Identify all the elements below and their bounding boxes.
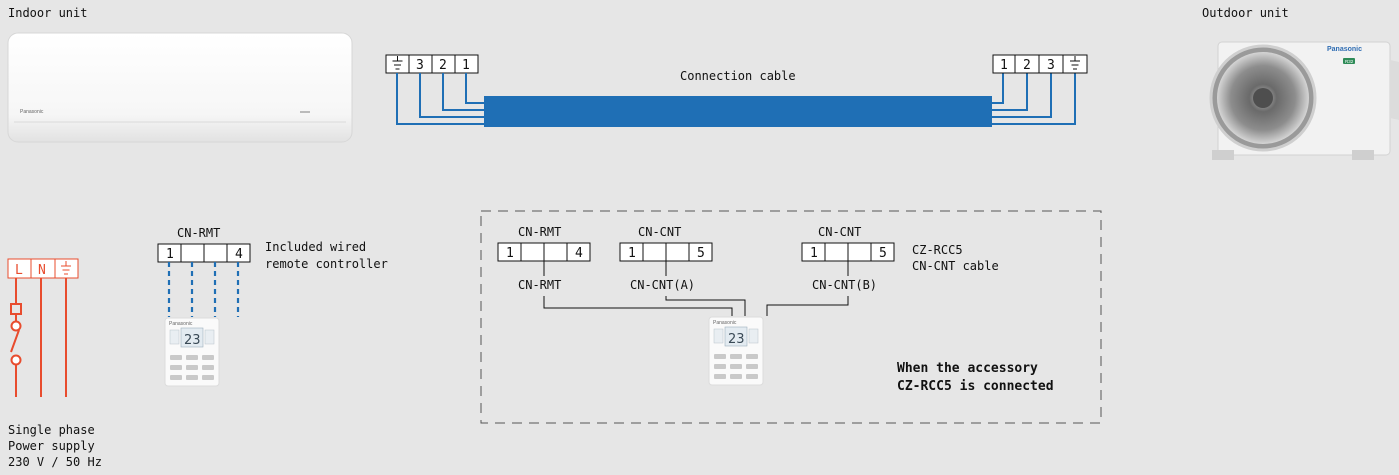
power-supply-line2: Power supply xyxy=(8,439,95,453)
acc-cnt-b-terminal-block: 1 5 xyxy=(801,242,895,262)
accessory-note-line1: When the accessory xyxy=(897,361,1038,376)
acc-cable-label-line2: CN-CNT cable xyxy=(912,259,999,273)
indoor-terminal-block: 3 2 1 xyxy=(385,54,479,74)
acc-rmt-title: CN-RMT xyxy=(518,225,561,239)
acc-cable-label-line1: CZ-RCC5 xyxy=(912,243,963,257)
outdoor-unit: Outdoor unit Panasonic R32 xyxy=(1202,6,1399,160)
acc-rmt-terminal-block: 1 4 xyxy=(497,242,591,262)
outdoor-brand-logo: Panasonic xyxy=(1327,46,1362,53)
outdoor-terminal-block: 1 2 3 xyxy=(992,54,1088,74)
power-supply-line1: Single phase xyxy=(8,423,95,437)
power-terminal-block: L N xyxy=(7,258,79,279)
acc-cnt-a-first: 1 xyxy=(628,246,636,261)
connection-cable: 3 2 1 Connection cable 1 2 xyxy=(385,54,1088,127)
outdoor-terminal-3: 3 xyxy=(1047,58,1055,73)
included-remote-section: CN-RMT 1 4 Included wired remote control… xyxy=(157,226,388,387)
acc-cnt-b-first: 1 xyxy=(810,246,818,261)
outdoor-terminal-1: 1 xyxy=(1000,58,1008,73)
acc-cnt-a-last: 5 xyxy=(697,246,705,261)
indoor-brand-logo: Panasonic xyxy=(20,109,44,115)
power-terminal-l: L xyxy=(15,263,23,278)
accessory-dashed-frame xyxy=(480,210,1102,424)
indoor-terminal-2: 2 xyxy=(439,58,447,73)
remote-terminal-first: 1 xyxy=(166,247,174,262)
connection-cable-bar xyxy=(484,96,992,127)
power-supply: L N Single phase Power supply 230 V / 50… xyxy=(7,258,102,469)
remote-dashed-wires xyxy=(167,262,240,317)
acc-rmt-below: CN-RMT xyxy=(518,278,561,292)
acc-cnt-a-title: CN-CNT xyxy=(638,225,681,239)
indoor-unit-body xyxy=(7,32,353,143)
wired-remote-controller: 23 xyxy=(164,317,220,387)
outdoor-unit-label: Outdoor unit xyxy=(1202,6,1289,20)
acc-cnt-b-title: CN-CNT xyxy=(818,225,861,239)
indoor-wires xyxy=(396,73,484,125)
remote-terminal-last: 4 xyxy=(235,247,243,262)
acc-cnt-b-below: CN-CNT(B) xyxy=(812,278,877,292)
acc-cnt-b-last: 5 xyxy=(879,246,887,261)
accessory-wires xyxy=(543,261,849,316)
accessory-note-line2: CZ-RCC5 is connected xyxy=(897,379,1054,394)
remote-label-line2: remote controller xyxy=(265,257,388,271)
connection-cable-label: Connection cable xyxy=(680,69,796,83)
remote-connector-title: CN-RMT xyxy=(177,226,220,240)
accessory-section: CN-RMT 1 4 CN-RMT CN-CNT 1 5 CN-CNT(A) C… xyxy=(480,210,1102,424)
remote-display-value: 23 xyxy=(184,333,201,348)
indoor-unit: Indoor unit Panasonic xyxy=(7,6,353,143)
acc-remote-display-value: 23 xyxy=(728,332,745,347)
outdoor-wires xyxy=(992,73,1076,125)
power-terminal-n: N xyxy=(38,263,46,278)
indoor-terminal-1: 1 xyxy=(462,58,470,73)
acc-rmt-first: 1 xyxy=(506,246,514,261)
acc-cnt-a-terminal-block: 1 5 xyxy=(619,242,713,262)
power-wires xyxy=(10,278,67,397)
indoor-terminal-3: 3 xyxy=(416,58,424,73)
remote-label-line1: Included wired xyxy=(265,240,366,254)
outdoor-badge: R32 xyxy=(1345,59,1354,64)
remote-terminal-block: 1 4 xyxy=(157,243,251,263)
indoor-unit-label: Indoor unit xyxy=(8,6,87,20)
ground-icon xyxy=(61,261,71,275)
power-supply-line3: 230 V / 50 Hz xyxy=(8,455,102,469)
outdoor-terminal-2: 2 xyxy=(1023,58,1031,73)
acc-cnt-a-below: CN-CNT(A) xyxy=(630,278,695,292)
acc-rmt-last: 4 xyxy=(575,246,583,261)
accessory-remote-controller: 23 xyxy=(708,316,764,386)
